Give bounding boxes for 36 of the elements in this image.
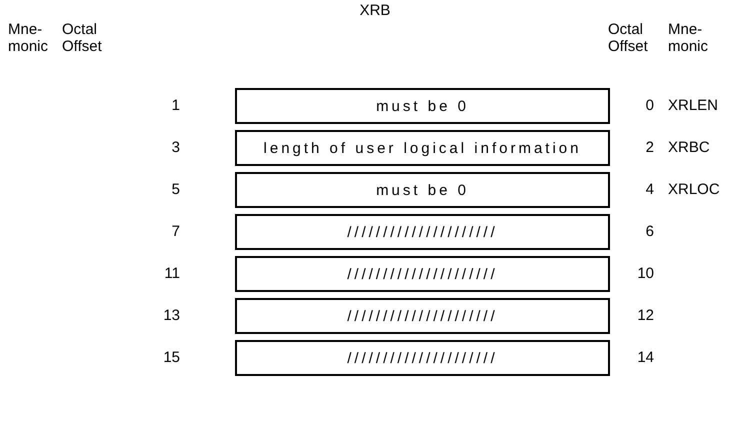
register-field <box>235 340 610 376</box>
octal-offset: 12 <box>636 307 654 324</box>
column-header: Octal Offset <box>62 21 103 55</box>
register-field <box>235 256 610 292</box>
octal-offset: 11 <box>163 265 180 282</box>
octal-offset: 3 <box>170 139 180 156</box>
register-field <box>235 298 610 334</box>
octal-offset: 0 <box>644 97 654 114</box>
column-header: Mne- monic <box>8 21 50 55</box>
field-text: ///////////////////// <box>347 350 498 366</box>
column-header: Octal Offset <box>608 21 649 55</box>
field-text: length of user logical information <box>264 140 582 156</box>
mnemonic: XRLOC <box>668 181 720 198</box>
field-text: ///////////////////// <box>347 224 498 240</box>
register-field <box>235 172 610 208</box>
column-header: Mne- monic <box>668 21 710 55</box>
octal-offset: 13 <box>162 307 180 324</box>
octal-offset: 4 <box>644 181 654 198</box>
field-text: must be 0 <box>376 98 469 114</box>
octal-offset: 10 <box>636 265 654 282</box>
octal-offset: 1 <box>170 97 180 114</box>
octal-offset: 15 <box>162 349 180 366</box>
octal-offset: 6 <box>644 223 654 240</box>
field-text: ///////////////////// <box>347 308 498 324</box>
register-field <box>235 214 610 250</box>
octal-offset: 5 <box>170 181 180 198</box>
mnemonic: XRLEN <box>668 97 718 114</box>
diagram-title: XRB <box>358 2 392 19</box>
octal-offset: 14 <box>636 349 654 366</box>
register-field <box>235 130 610 166</box>
register-field <box>235 88 610 124</box>
mnemonic: XRBC <box>668 139 710 156</box>
octal-offset: 2 <box>644 139 654 156</box>
octal-offset: 7 <box>170 223 180 240</box>
field-text: ///////////////////// <box>347 266 498 282</box>
field-text: must be 0 <box>376 182 469 198</box>
